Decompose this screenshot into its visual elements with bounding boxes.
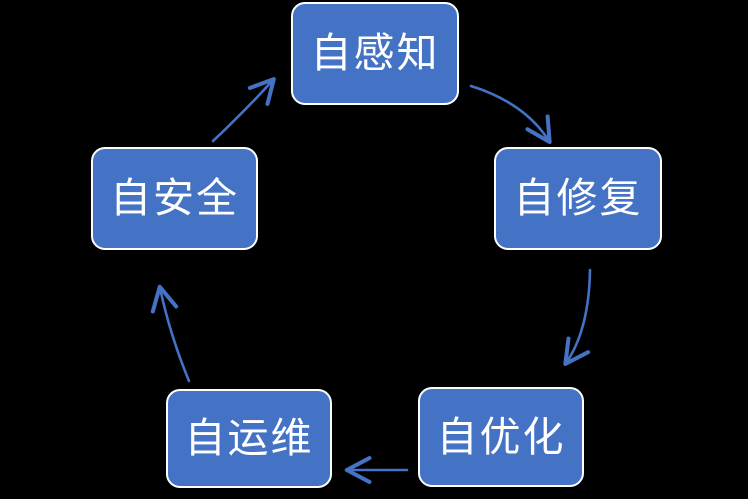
node-self-security[interactable]: 自安全	[91, 147, 258, 250]
node-self-perception-label: 自感知	[310, 30, 440, 76]
arrow-perception-to-repair	[469, 84, 552, 145]
arrow-security-to-perception	[211, 77, 276, 143]
node-self-perception[interactable]: 自感知	[291, 2, 459, 105]
arrow-operation-to-security	[150, 284, 191, 383]
node-self-optimization-label: 自优化	[436, 413, 566, 460]
arrow-repair-to-optimization	[563, 268, 592, 367]
node-self-repair-label: 自修复	[513, 175, 643, 221]
node-self-security-label: 自安全	[110, 175, 239, 221]
node-self-optimization[interactable]: 自优化	[418, 387, 584, 487]
node-self-operation[interactable]: 自运维	[166, 389, 332, 488]
node-self-repair[interactable]: 自修复	[494, 147, 662, 250]
node-self-operation-label: 自运维	[184, 415, 314, 461]
